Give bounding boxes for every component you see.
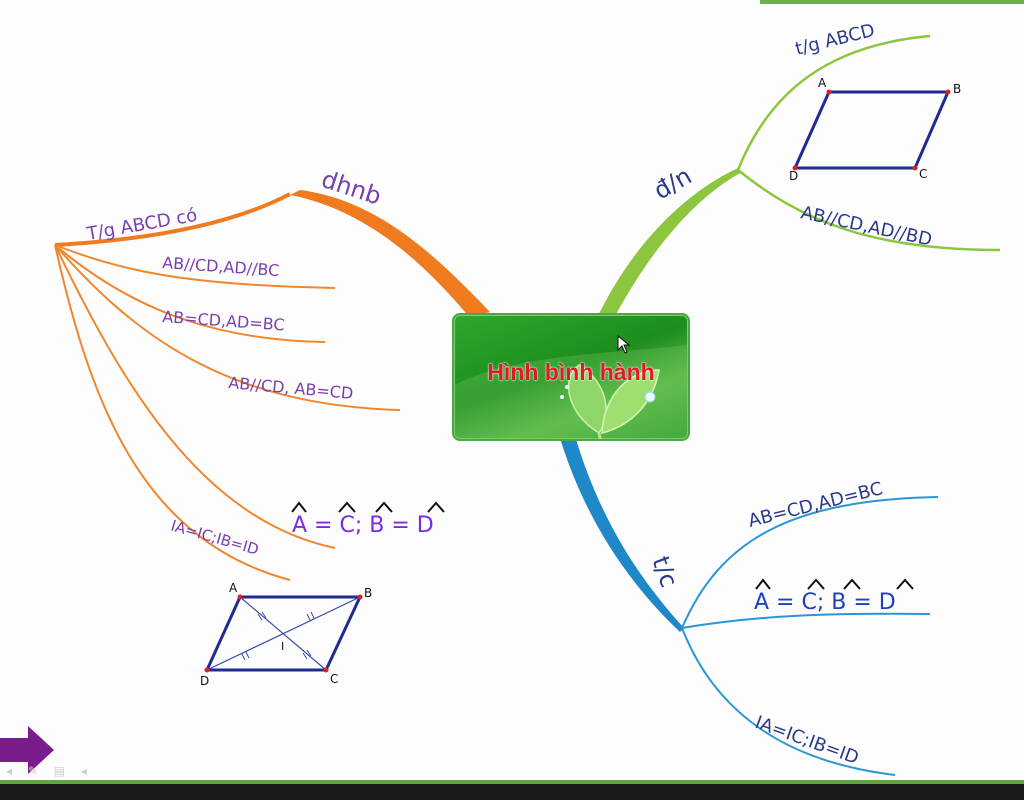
- tc-sub-branch-1: [681, 496, 939, 629]
- dhnb-sub-branch-2: [54, 244, 326, 343]
- dhnb-parallelogram-figure: A B C D I: [200, 581, 372, 688]
- tc-main-branch: [560, 436, 684, 632]
- dhnb-item-3: AB//CD, AB=CD: [228, 373, 354, 403]
- dhnb-vertex-i: I: [281, 640, 284, 653]
- leaf-icon: [454, 345, 688, 439]
- tc-item-1: AB=CD,AD=BC: [746, 478, 885, 532]
- dn-sub-branch-1: [736, 34, 931, 171]
- dhnb-main-branch: [290, 190, 490, 318]
- bottom-bar: [0, 784, 1024, 800]
- dn-main-branch: [598, 168, 742, 318]
- top-accent-bar: [760, 0, 1024, 4]
- dhnb-sub-branch-1: [54, 244, 336, 289]
- mouse-cursor-icon: [617, 335, 631, 354]
- dhnb-item-4: A = C; B = D: [292, 513, 434, 538]
- presentation-controls[interactable]: ◂ ✎ ▤ ◂: [6, 764, 93, 778]
- tc-label: t/c: [646, 552, 683, 590]
- central-topic[interactable]: Hình bình hành: [452, 313, 690, 441]
- dhnb-vertex-d: D: [200, 674, 209, 688]
- dn-sub-branch-2: [737, 169, 1001, 252]
- dn-item-2: AB//CD,AD//BD: [799, 202, 934, 250]
- dn-vertex-c: C: [919, 167, 927, 181]
- dhnb-sub-branch-3: [54, 244, 401, 411]
- dhnb-root-label: T/g ABCD có: [84, 205, 199, 245]
- tc-sub-branch-2: [681, 612, 931, 629]
- dhnb-root-branch: [54, 192, 291, 247]
- tc-item-2: A = C; B = D: [754, 590, 896, 615]
- dn-parallelogram-figure: A B C D: [789, 76, 961, 183]
- dn-vertex-a: A: [818, 76, 827, 90]
- tc-item-3: IA=IC;IB=ID: [752, 712, 861, 769]
- dhnb-vertex-c: C: [330, 672, 338, 686]
- dhnb-item-1: AB//CD,AD//BC: [162, 253, 280, 280]
- tc-sub-branch-3: [681, 627, 896, 776]
- dhnb-vertex-b: B: [364, 586, 372, 600]
- dn-item-1: t/g ABCD: [793, 20, 877, 60]
- central-topic-title: Hình bình hành: [487, 359, 655, 385]
- dn-vertex-b: B: [953, 82, 961, 96]
- dhnb-vertex-a: A: [229, 581, 238, 595]
- bottom-accent-bar: [0, 780, 1024, 784]
- dhnb-sub-branch-5: [54, 244, 291, 581]
- tc-angle-hats: [755, 578, 914, 590]
- dn-vertex-d: D: [789, 169, 798, 183]
- next-arrow-icon[interactable]: [0, 724, 56, 776]
- dhnb-item-5: IA=IC;IB=ID: [169, 517, 261, 559]
- dhnb-angle-hats: [291, 501, 445, 513]
- dhnb-sub-branch-4: [54, 244, 336, 549]
